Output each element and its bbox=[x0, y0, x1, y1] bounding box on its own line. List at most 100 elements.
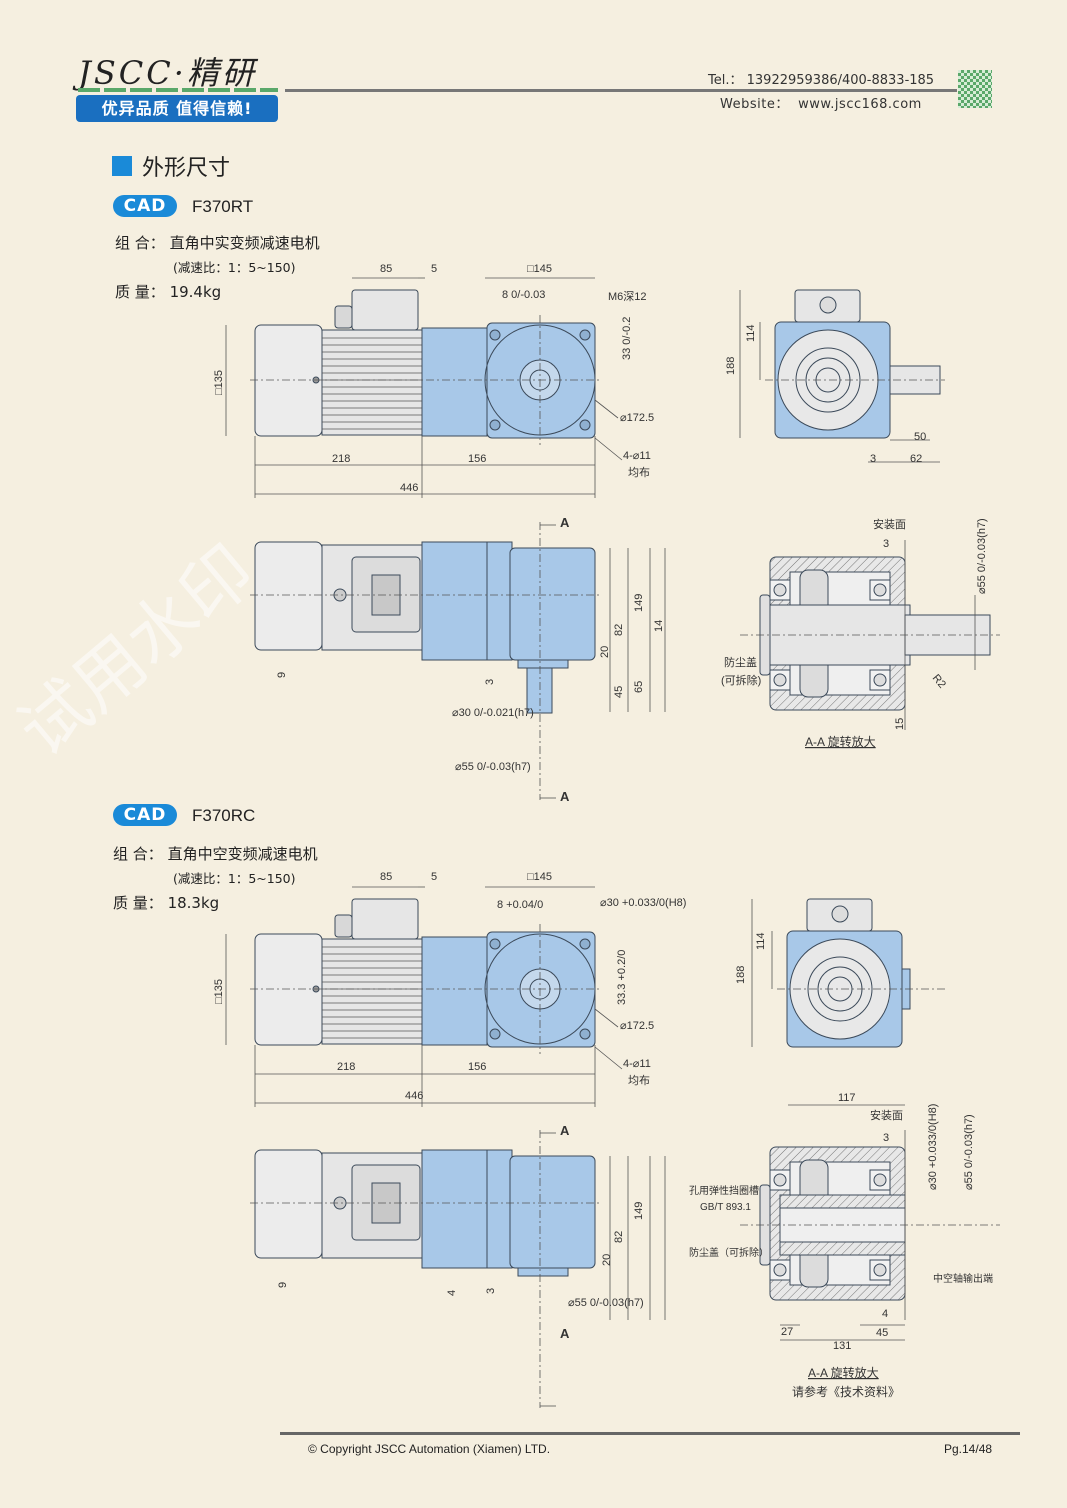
section-caption: A-A 旋转放大 bbox=[808, 1365, 879, 1380]
mass-row: 质 量： 18.3kg bbox=[113, 892, 219, 913]
reduction-ratio: (减速比：1：5~150) bbox=[173, 260, 296, 275]
cable-gland bbox=[334, 305, 353, 329]
bearing-ball-icon bbox=[773, 1173, 787, 1187]
label-removable: (可拆除) bbox=[721, 673, 761, 687]
terminal-box bbox=[351, 898, 419, 940]
dim-117: 117 bbox=[838, 1092, 856, 1104]
dim-3: 3 bbox=[484, 679, 496, 685]
label-dust-cover: 防尘盖 bbox=[724, 655, 757, 669]
bolt-hole-icon bbox=[489, 419, 501, 431]
dim-218: 218 bbox=[337, 1061, 355, 1073]
grille-ring bbox=[795, 347, 861, 413]
mass-label: 质 量： bbox=[115, 283, 165, 301]
dim-4: 4 bbox=[446, 1290, 458, 1296]
bolt-hole-icon bbox=[579, 938, 591, 950]
section-mark-a: A bbox=[560, 515, 570, 530]
bolt-hole-icon bbox=[489, 1028, 501, 1040]
dim-flange: □145 bbox=[527, 263, 552, 275]
bearing-ball-icon bbox=[873, 1263, 887, 1277]
vent-plug-icon bbox=[831, 905, 849, 923]
watermark: 试用水印 bbox=[4, 531, 269, 771]
dim-62: 62 bbox=[910, 453, 922, 465]
label-mount-face: 安装面 bbox=[870, 1108, 903, 1122]
slogan-banner: 优异品质 值得信赖! bbox=[76, 95, 278, 122]
dim-pcd: ⌀172.5 bbox=[620, 412, 654, 424]
bearing-ball-icon bbox=[873, 673, 887, 687]
dim-20: 20 bbox=[601, 1254, 613, 1266]
dim-55: ⌀55 0/-0.03(h7) bbox=[963, 1114, 975, 1190]
gear-tower bbox=[509, 547, 596, 661]
model-name: F370RT bbox=[192, 197, 254, 216]
gear-neck bbox=[486, 1149, 513, 1269]
website-url[interactable]: www.jscc168.com bbox=[798, 97, 922, 112]
terminal-box bbox=[351, 289, 419, 331]
vent-plug-icon bbox=[819, 296, 837, 314]
bolt-hole-icon bbox=[489, 329, 501, 341]
dim-pcd: ⌀172.5 bbox=[620, 1020, 654, 1032]
combo-label: 组 合： bbox=[113, 845, 163, 863]
dim-body: □135 bbox=[213, 979, 225, 1004]
dim-218: 218 bbox=[332, 453, 350, 465]
dim-key: 8 0/-0.03 bbox=[502, 289, 545, 301]
label-mount-face: 安装面 bbox=[873, 517, 906, 531]
gear-housing bbox=[421, 541, 488, 661]
dim-14: 14 bbox=[653, 620, 665, 632]
dim-bore: ⌀30 +0.033/0(H8) bbox=[600, 897, 686, 909]
mass-row: 质 量： 19.4kg bbox=[115, 281, 221, 302]
output-shaft bbox=[526, 667, 553, 714]
section-mark-a: A bbox=[560, 1123, 570, 1138]
reduction-ratio: (减速比：1：5~150) bbox=[173, 871, 296, 886]
dim-188: 188 bbox=[725, 357, 737, 375]
leader-line bbox=[594, 437, 623, 461]
dim-85: 85 bbox=[380, 871, 392, 883]
dim-114: 114 bbox=[755, 932, 767, 950]
leader-line bbox=[594, 399, 619, 419]
copyright: © Copyright JSCC Automation (Xiamen) LTD… bbox=[308, 1442, 551, 1456]
gear-neck bbox=[486, 541, 513, 661]
bolt-hole-icon bbox=[579, 1028, 591, 1040]
website-label: Website： bbox=[720, 97, 789, 112]
combo-label: 组 合： bbox=[115, 234, 165, 252]
dim-446: 446 bbox=[405, 1090, 423, 1102]
dim-85: 85 bbox=[380, 263, 392, 275]
dim-shaft-30: ⌀30 0/-0.021(h7) bbox=[452, 707, 534, 719]
square-bullet-icon bbox=[112, 156, 132, 176]
gear-housing bbox=[421, 327, 488, 437]
dim-holes: 4-⌀11 bbox=[623, 450, 651, 462]
dim-149: 149 bbox=[633, 594, 645, 612]
dim-3: 3 bbox=[883, 1132, 889, 1144]
combo-value: 直角中空变频减速电机 bbox=[167, 845, 318, 863]
section-mark-a: A bbox=[560, 789, 570, 804]
label-circlip-groove: 孔用弹性挡圈槽 bbox=[689, 1184, 759, 1197]
model-name: F370RC bbox=[192, 806, 256, 825]
bearing-ball-icon bbox=[773, 583, 787, 597]
dim-9: 9 bbox=[276, 672, 288, 678]
mass-value: 19.4kg bbox=[169, 283, 222, 301]
gear-housing bbox=[421, 936, 488, 1046]
dim-188: 188 bbox=[735, 966, 747, 984]
output-collar bbox=[517, 659, 569, 669]
section-mark-a: A bbox=[560, 1326, 570, 1341]
dim-tap: M6深12 bbox=[608, 290, 647, 303]
dim-3: 3 bbox=[883, 538, 889, 550]
website: Website： www.jscc168.com bbox=[720, 93, 922, 112]
dim-156: 156 bbox=[468, 453, 486, 465]
dim-82: 82 bbox=[613, 1231, 625, 1243]
combo-row: 组 合： 直角中空变频减速电机 bbox=[113, 843, 318, 864]
dim-65: 65 bbox=[633, 681, 645, 693]
cad-badge[interactable]: CAD bbox=[113, 195, 177, 217]
telephone: Tel.： 13922959386/400-8833-185 bbox=[708, 69, 934, 88]
dim-3: 3 bbox=[485, 1288, 497, 1294]
dim-33: 33 0/-0.2 bbox=[621, 317, 633, 360]
bolt-hole-icon bbox=[489, 938, 501, 950]
dim-30: ⌀30 +0.033/0(H8) bbox=[927, 1104, 939, 1190]
dim-body: □135 bbox=[213, 370, 225, 395]
bolt-hole-icon bbox=[579, 329, 591, 341]
cad-badge[interactable]: CAD bbox=[113, 804, 177, 826]
dim-holes: 4-⌀11 bbox=[623, 1058, 651, 1070]
combo-value: 直角中实变频减速电机 bbox=[169, 234, 320, 252]
dim-5: 5 bbox=[431, 263, 437, 275]
fan-cover bbox=[254, 541, 323, 651]
bearing-ball-icon bbox=[873, 1173, 887, 1187]
dim-5: 5 bbox=[431, 871, 437, 883]
